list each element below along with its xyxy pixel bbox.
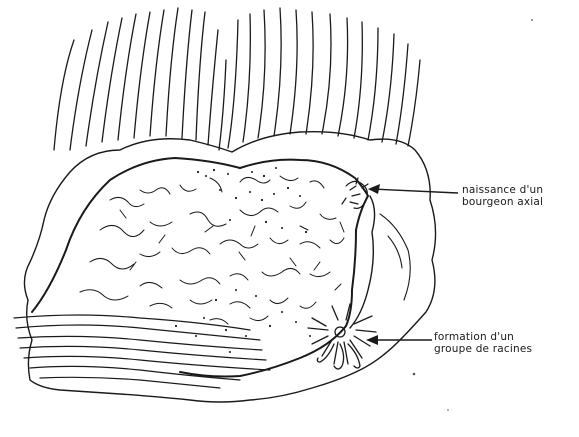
bud-pointer-line: [372, 189, 458, 193]
tissue-speckles: [175, 167, 311, 353]
outer-tissue-outline: [24, 132, 435, 402]
axillary-bud-label: naissance d'un bourgeon axial: [462, 184, 543, 208]
axillary-bud: [342, 178, 368, 208]
inner-callus-outline: [32, 158, 368, 377]
inner-right-edge: [350, 196, 375, 328]
inner-right-arc: [380, 214, 410, 300]
root-group-label: formation d'un groupe de racines: [434, 331, 532, 355]
axillary-bud-label-line1: naissance d'un: [462, 184, 543, 196]
tissue-texture: [80, 176, 344, 324]
inner-right-arc-2: [388, 236, 402, 268]
stem-fibers: [54, 8, 420, 150]
axillary-bud-label-line2: bourgeon axial: [462, 196, 543, 208]
pointer-arrows: [366, 184, 458, 345]
root-group-label-line1: formation d'un: [434, 331, 532, 343]
root-cluster: [308, 304, 376, 369]
bud-arrowhead: [368, 184, 380, 194]
root-group-label-line2: groupe de racines: [434, 343, 532, 355]
root-arrowhead: [366, 335, 378, 345]
